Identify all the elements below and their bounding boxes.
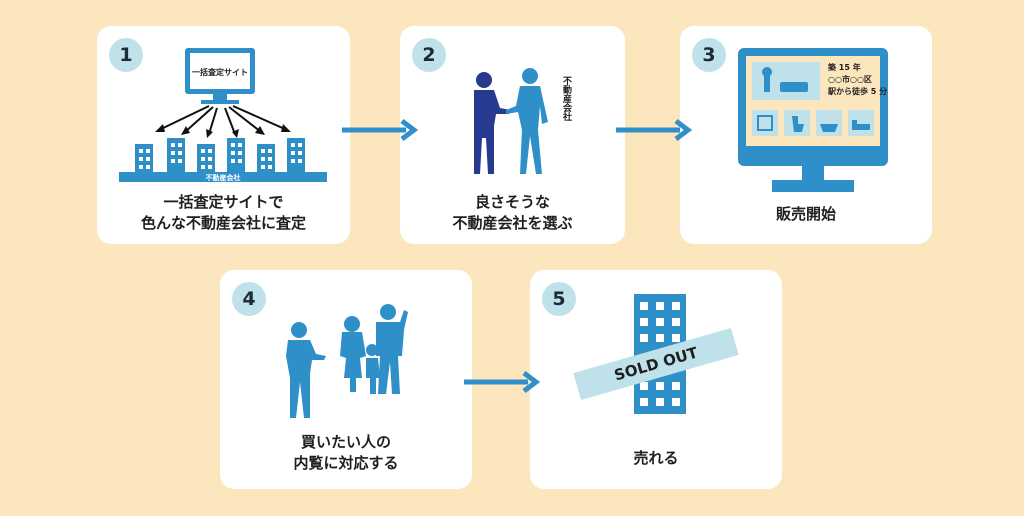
ground-label: 不動産会社 [206,173,241,182]
listing-line-3: 駅から徒歩 5 分 [828,86,887,96]
step-card-3: 3 築 15 年 ○○市○○区 駅から徒歩 5 分 販売開始 [680,26,932,244]
office-buildings [135,138,305,174]
step-caption: 販売開始 [680,204,932,225]
caption-line-2: 不動産会社を選ぶ [452,214,573,232]
viewing-illustration [286,304,408,418]
caption-line-1: 買いたい人の [300,433,391,451]
step-caption: 売れる [530,448,782,469]
living-room-photo [752,62,820,100]
step-card-4: 4 買いたい人の 内覧に対応する [220,270,472,489]
caption-line-1: 売れる [633,449,679,467]
floorplan-thumbnail [752,110,778,136]
caption-line-2: 色んな不動産会社に査定 [140,214,306,232]
vertical-company-label: 不動産会社 [561,76,573,122]
caption-line-1: 良さそうな [474,193,550,211]
handshake-illustration: 不動産会社 [474,68,573,174]
step-caption: 一括査定サイトで 色んな不動産会社に査定 [97,192,350,234]
step-card-2: 2 不動産会社 良さそうな 不動産会社を選ぶ [400,26,625,244]
comparison-site-illustration: 一括査定サイト [119,48,327,182]
agent-silhouette-icon [506,68,548,174]
step-number-badge: 1 [109,38,143,72]
step-card-1: 1 一括査定サイト [97,26,350,244]
step-caption: 良さそうな 不動産会社を選ぶ [400,192,625,234]
caption-line-1: 販売開始 [775,205,836,223]
agent-silhouette-icon [286,322,326,418]
caption-line-1: 一括査定サイトで [163,193,284,211]
fan-out-arrows [158,105,288,135]
arrow-right-icon [616,119,693,141]
caption-line-2: 内覧に対応する [293,454,399,472]
client-silhouette-icon [474,72,510,174]
step-caption: 買いたい人の 内覧に対応する [220,432,472,474]
family-silhouette-icon [340,304,408,394]
monitor-label: 一括査定サイト [192,67,248,77]
listing-line-2: ○○市○○区 [828,74,872,84]
arrow-right-icon [464,371,541,393]
bathtub-thumbnail [816,110,842,136]
listing-line-1: 築 15 年 [827,62,861,72]
step-card-5: 5 SOLD OUT 売れる [530,270,782,489]
bedroom-thumbnail [848,110,874,136]
listing-monitor-illustration: 築 15 年 ○○市○○区 駅から徒歩 5 分 [738,48,888,192]
arrow-right-icon [342,119,419,141]
step-number-badge: 2 [412,38,446,72]
step-number-badge: 5 [542,282,576,316]
step-number-badge: 4 [232,282,266,316]
step-number-badge: 3 [692,38,726,72]
sold-building-illustration: SOLD OUT [573,294,739,414]
